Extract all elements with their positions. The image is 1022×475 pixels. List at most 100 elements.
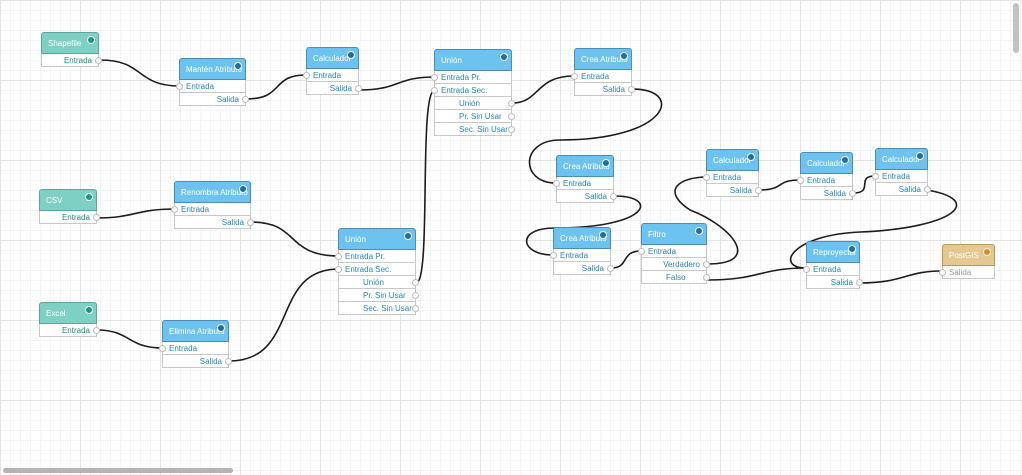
node-crea-atributo-2[interactable]: Crea Atributo Entrada Salida [553,155,617,203]
node-union-header[interactable]: Unión [434,49,512,71]
connector-dot[interactable] [610,193,617,200]
gear-icon[interactable] [599,231,607,239]
gear-icon[interactable] [85,193,93,201]
port-input[interactable]: Entrada [872,170,928,183]
edge-crea3-to-filtro[interactable] [610,250,642,269]
port-output-union[interactable]: Unión [338,276,419,289]
port-input[interactable]: Entrada [176,80,246,93]
gear-icon[interactable] [500,53,508,61]
port-output[interactable]: Salida [875,183,931,196]
connector-dot[interactable] [242,96,249,103]
connector-dot[interactable] [335,253,342,260]
port-output[interactable]: Salida [553,262,614,275]
edge-calc2-to-calc3[interactable] [758,179,801,191]
port-input-secondary[interactable]: Entrada Sec. [335,263,416,276]
connector-dot[interactable] [703,174,710,181]
gear-icon[interactable] [916,152,924,160]
connector-dot[interactable] [703,274,710,281]
gear-icon[interactable] [347,51,355,59]
connector-dot[interactable] [872,173,879,180]
connector-dot[interactable] [93,214,100,221]
port-output-union[interactable]: Unión [434,97,515,110]
connector-dot[interactable] [553,180,560,187]
port-input[interactable]: Salida [939,266,995,279]
connector-dot[interactable] [939,269,946,276]
port-input-secondary[interactable]: Entrada Sec. [431,84,512,97]
node-union-bottom[interactable]: Unión Entrada Pr. Entrada Sec. Unión Pr.… [335,228,419,315]
connector-dot[interactable] [508,100,515,107]
edge-shapefile-to-mantener[interactable] [99,59,181,87]
connector-dot[interactable] [159,345,166,352]
node-excel-header[interactable]: Excel [39,302,97,324]
node-calculador-2[interactable]: Calculador Entrada Salida [703,149,762,197]
gear-icon[interactable] [234,62,242,70]
connector-dot[interactable] [247,219,254,226]
connector-dot[interactable] [355,85,362,92]
connector-dot[interactable] [638,248,645,255]
port-input[interactable]: Entrada [703,171,759,184]
connector-dot[interactable] [303,72,310,79]
gear-icon[interactable] [747,153,755,161]
node-excel[interactable]: Excel Entrada [39,302,100,337]
port-output[interactable]: Entrada [41,54,102,67]
node-renombra-atributo[interactable]: Renombra Atributo Entrada Salida [171,181,254,229]
port-input[interactable]: Entrada [553,177,614,190]
port-input[interactable]: Entrada [171,203,251,216]
port-output[interactable]: Salida [556,190,617,203]
connector-dot[interactable] [703,261,710,268]
connector-dot[interactable] [95,57,102,64]
node-crea-header[interactable]: Crea Atributo [553,227,611,249]
port-input[interactable]: Entrada [797,174,853,187]
node-calculador-4[interactable]: Calculador Entrada Salida [872,148,931,196]
port-output[interactable]: Salida [162,355,232,368]
connector-dot[interactable] [412,279,419,286]
edge-filtro-true-to-calc2[interactable] [674,176,739,265]
connector-dot[interactable] [335,266,342,273]
edge-renombra-to-union-bottom[interactable] [250,221,340,257]
node-filtro[interactable]: Filtro Entrada Verdadero Falso [638,223,710,284]
node-calculador-header[interactable]: Calculador [875,148,928,170]
gear-icon[interactable] [602,159,610,167]
connector-dot[interactable] [508,113,515,120]
edge-union-top-to-crea1[interactable] [511,75,575,104]
connector-dot[interactable] [849,190,856,197]
gear-icon[interactable] [841,156,849,164]
node-crea-atributo-3[interactable]: Crea Atributo Entrada Salida [550,227,614,275]
port-output-false[interactable]: Falso [641,271,710,284]
node-union-top[interactable]: Unión Entrada Pr. Entrada Sec. Unión Pr.… [431,49,515,136]
connector-dot[interactable] [431,87,438,94]
connector-dot[interactable] [431,74,438,81]
port-output[interactable]: Entrada [39,211,100,224]
port-output-secondary-unused[interactable]: Sec. Sin Usar [434,123,515,136]
gear-icon[interactable] [217,324,225,332]
gear-icon[interactable] [87,36,95,44]
node-calculador-header[interactable]: Calculador [800,152,853,174]
node-union-header[interactable]: Unión [338,228,416,250]
gear-icon[interactable] [404,232,412,240]
gear-icon[interactable] [620,52,628,60]
edge-union-bottom-to-union-top[interactable] [415,89,436,284]
port-output[interactable]: Salida [574,83,635,96]
node-filtro-header[interactable]: Filtro [641,223,707,245]
node-reproyectar[interactable]: Reproyectar Entrada Salida [803,241,863,289]
port-input[interactable]: Entrada [159,342,229,355]
port-input[interactable]: Entrada [303,69,359,82]
edge-elimina-to-union-bottom[interactable] [228,268,340,362]
connector-dot[interactable] [856,279,863,286]
edge-excel-to-elimina[interactable] [96,329,163,349]
port-output[interactable]: Salida [806,276,863,289]
connector-dot[interactable] [924,186,931,193]
edge-calc4-to-reproyectar[interactable] [789,189,958,269]
node-calculador-header[interactable]: Calculador [706,149,759,171]
edge-crea1-to-crea2[interactable] [528,88,663,184]
port-input[interactable]: Entrada [803,263,860,276]
connector-dot[interactable] [607,265,614,272]
edge-csv-to-renombra[interactable] [96,208,176,219]
port-output-true[interactable]: Verdadero [641,258,710,271]
node-calculador-3[interactable]: Calculador Entrada Salida [797,152,856,200]
port-output-secondary-unused[interactable]: Sec. Sin Usar [338,302,419,315]
connector-dot[interactable] [571,73,578,80]
port-input-primary[interactable]: Entrada Pr. [431,71,512,84]
node-csv-header[interactable]: CSV [39,189,97,211]
node-crea-header[interactable]: Crea Atributo [556,155,614,177]
